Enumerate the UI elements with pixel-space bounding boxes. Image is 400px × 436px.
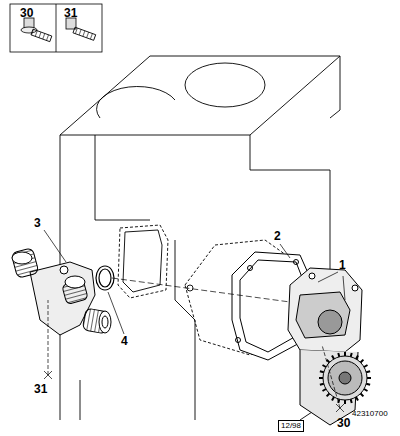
reference-number: 42310700 — [352, 410, 388, 418]
callout-number: 31 — [34, 383, 47, 395]
callout-number: 31 — [64, 7, 77, 19]
callout-number: 3 — [34, 217, 41, 229]
fastener-table — [10, 4, 102, 52]
callout-number: 30 — [337, 417, 350, 429]
callout-number: 30 — [20, 7, 33, 19]
fastener-cell: 30 — [10, 4, 56, 52]
engine-block — [60, 56, 340, 420]
date-code: 12/98 — [278, 420, 304, 432]
fastener-cell: 31 — [56, 4, 102, 52]
callout-number: 2 — [274, 230, 281, 242]
bolt-30-icon — [21, 18, 52, 42]
leader-lines — [44, 230, 345, 412]
bolt-31-icon — [66, 18, 96, 40]
o-ring — [96, 266, 114, 290]
callout-number: 1 — [339, 259, 346, 271]
callout-number: 4 — [121, 335, 128, 347]
thermostat-housing — [11, 248, 111, 335]
water-pump — [288, 268, 371, 425]
